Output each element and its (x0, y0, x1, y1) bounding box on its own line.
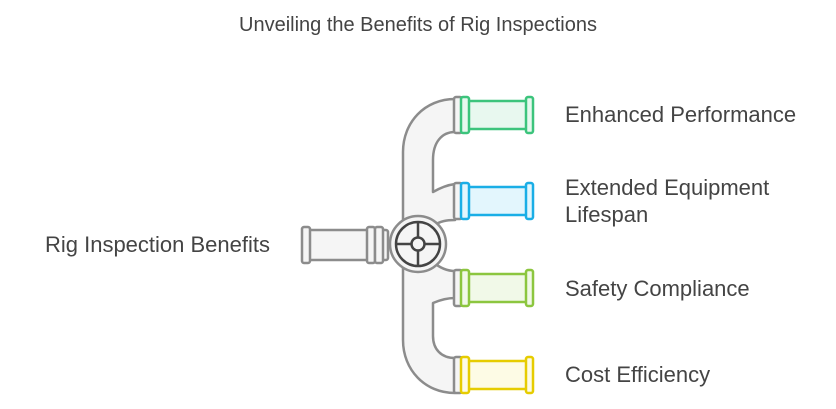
branch-label-3: Safety Compliance (565, 276, 750, 301)
valve (388, 214, 448, 274)
branch-pipe-4 (452, 355, 535, 395)
branch-label-1: Enhanced Performance (565, 102, 797, 127)
branch-pipe-1 (452, 95, 535, 135)
branch-pipe-3 (452, 268, 535, 308)
diagram-title: Unveiling the Benefits of Rig Inspection… (239, 14, 597, 36)
branch-pipe-2 (452, 181, 535, 221)
branch-label-4: Cost Efficiency (565, 362, 711, 387)
source-pipe (300, 225, 390, 265)
source-label: Rig Inspection Benefits (44, 232, 270, 257)
branch-label-2: Extended Equipment Lifespan (565, 175, 770, 227)
